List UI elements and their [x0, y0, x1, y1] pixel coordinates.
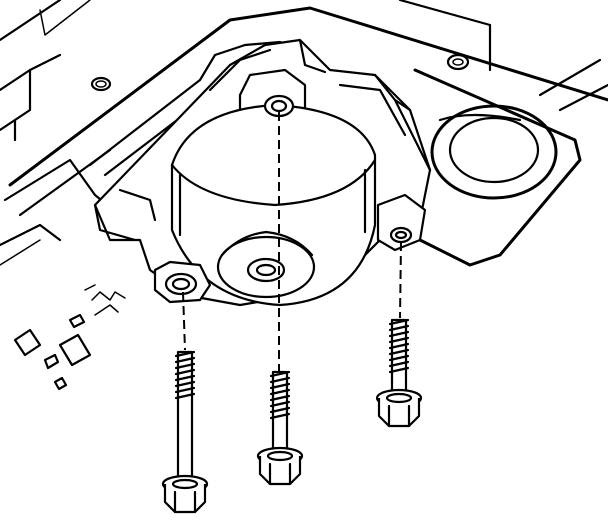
bolt-left: [161, 350, 209, 514]
bolt-center: [256, 370, 304, 486]
bolt-hole-left: [164, 272, 198, 296]
bolt-hole-center: [263, 94, 295, 118]
bolt-hole-right: [389, 226, 413, 244]
bolt-center-thread: [269, 370, 291, 420]
bolt-left-thread: [174, 350, 196, 400]
actuator-assembly: [93, 38, 432, 307]
alignment-line-left: [182, 291, 186, 351]
alignment-line-right: [399, 241, 402, 319]
bolt-holes: [164, 94, 413, 296]
bolt-right: [375, 318, 423, 428]
bolt-right-thread: [388, 318, 410, 374]
alignment-lines: [182, 112, 402, 372]
